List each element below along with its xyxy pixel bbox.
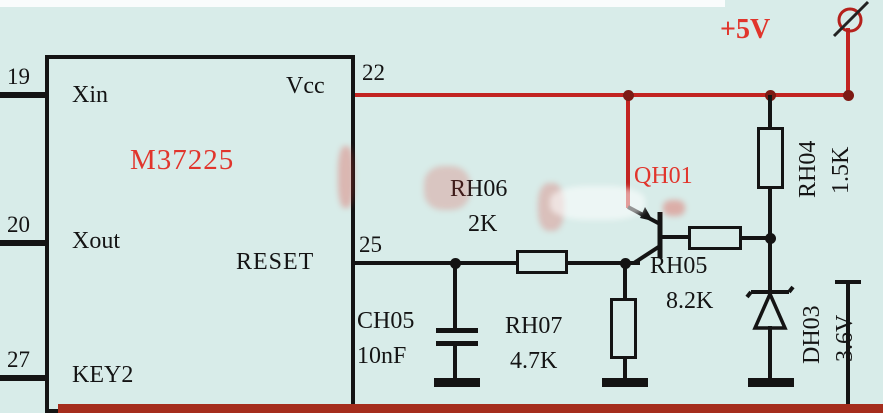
- ch05-ref-label: CH05: [357, 308, 415, 334]
- junction-dot: [843, 90, 854, 101]
- pin-key2-label: KEY2: [72, 362, 134, 388]
- rh04-value-label: 1.5K: [828, 146, 854, 194]
- ic-name-label: M37225: [130, 144, 235, 176]
- junction-dot: [623, 90, 634, 101]
- rh06-resistor-box: [516, 250, 568, 274]
- pin-27-stub: [0, 375, 46, 381]
- connector-slash: [832, 0, 870, 38]
- qh01-emitter-arrow: [640, 207, 653, 221]
- scan-artifact-strip: [0, 0, 725, 7]
- pin-25-number: 25: [359, 232, 382, 257]
- rh04-resistor-box: [757, 127, 784, 189]
- junction-dot: [765, 233, 776, 244]
- ch05-bottom-wire: [453, 346, 457, 378]
- dh03-zener-bend-right: [787, 285, 795, 294]
- qh01-emitter-supply-wire: [626, 95, 630, 208]
- pin-27-number: 27: [7, 347, 30, 372]
- rh07-bottom-wire: [623, 359, 627, 378]
- rh06-ref-label: RH06: [450, 176, 508, 202]
- rh05-ref-label: RH05: [650, 253, 708, 279]
- dh03-zener-bend-left: [745, 290, 753, 299]
- offpage-connector-wire: [846, 280, 850, 413]
- watermark-blob: [538, 183, 564, 231]
- bottom-edge-wire: [58, 404, 883, 413]
- pin-xout-label: Xout: [72, 228, 120, 254]
- power-connector-drop-wire: [846, 28, 850, 95]
- qh01-collector-lead: [632, 244, 662, 265]
- qh01-ref-label: QH01: [634, 163, 693, 189]
- pin-19-number: 19: [7, 64, 30, 89]
- pin-reset-label: RESET: [236, 249, 315, 275]
- dh03-bottom-wire: [768, 326, 772, 378]
- dh03-anode-triangle: [752, 289, 788, 330]
- rh07-resistor-box: [610, 298, 637, 359]
- pin-vcc-label: Vcc: [286, 73, 325, 99]
- rh07-ref-label: RH07: [505, 313, 563, 339]
- rh07-top-wire: [623, 263, 627, 298]
- pin-20-number: 20: [7, 212, 30, 237]
- reset-net-wire: [355, 261, 640, 265]
- rh04-top-wire: [768, 95, 772, 129]
- rh04-ref-label: RH04: [795, 140, 821, 198]
- power-label: +5V: [720, 14, 771, 45]
- pin-19-stub: [0, 92, 46, 98]
- dh03-zener-symbol: [745, 285, 795, 330]
- ch05-capacitor-plate-top: [436, 328, 478, 333]
- rh07-value-label: 4.7K: [510, 348, 558, 374]
- ground-symbol: [602, 378, 648, 387]
- ground-symbol: [434, 378, 480, 387]
- rh05-value-label: 8.2K: [666, 288, 714, 314]
- ch05-value-label: 10nF: [357, 343, 407, 369]
- connector-circle: [837, 7, 863, 33]
- pin-xin-label: Xin: [72, 82, 108, 108]
- rh05-resistor-box: [688, 226, 742, 250]
- ch05-top-wire: [453, 263, 457, 328]
- rh06-value-label: 2K: [468, 211, 498, 237]
- pin-20-stub: [0, 240, 46, 246]
- ground-symbol: [748, 378, 794, 387]
- pin-22-number: 22: [362, 60, 385, 85]
- dh03-ref-label: DH03: [799, 305, 825, 364]
- ch05-capacitor-plate-bottom: [436, 341, 478, 346]
- rh05-output-wire: [742, 236, 770, 240]
- power-connector-icon: [832, 0, 870, 38]
- vcc-power-rail-wire: [355, 93, 850, 97]
